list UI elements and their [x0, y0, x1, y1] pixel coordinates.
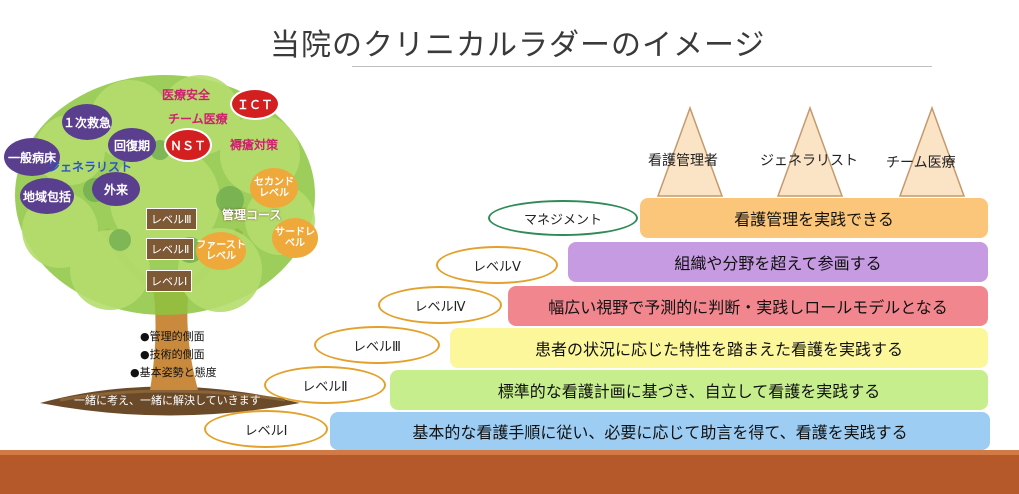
tree-level-3: レベルⅢ: [146, 208, 197, 230]
tree-level-1: レベルⅠ: [146, 270, 193, 292]
pill-level-4: レベルⅣ: [378, 286, 502, 324]
aspect-technical: ●技術的側面: [140, 348, 205, 361]
pill-level-2: レベルⅡ: [264, 366, 386, 404]
bubble-outpatient: 外来: [92, 172, 140, 206]
ground-message: 一緒に考え、一緒に解決していきます: [74, 394, 261, 407]
bubble-general-ward: 一般病床: [4, 138, 60, 176]
page-title: 当院のクリニカルラダーのイメージ: [270, 28, 766, 63]
pill-level-1: レベルⅠ: [204, 410, 328, 448]
bubble-nst: ＮＳＴ: [164, 128, 212, 162]
label-medical-safety: 医療安全: [162, 88, 211, 102]
tree-illustration: １次救急 回復期 一般病床 地域包括 外来 ＩＣＴ ＮＳＴ 医療安全 チーム医療…: [0, 60, 330, 420]
bubble-third-level: サードレベル: [272, 218, 318, 258]
bubble-first-level: ファーストレベル: [196, 232, 246, 270]
label-management-course: 管理コース: [222, 208, 282, 222]
tree-level-2: レベルⅡ: [146, 238, 195, 260]
label-pressure-ulcer: 褥瘡対策: [230, 138, 279, 152]
goal-team-medicine: チーム医療: [886, 155, 956, 171]
label-generalist: ジェネラリスト: [48, 160, 133, 174]
pill-level-3: レベルⅢ: [314, 326, 440, 364]
goal-nurse-manager: 看護管理者: [648, 153, 718, 169]
step-level-2: 標準的な看護計画に基づき、自立して看護を実践する: [390, 370, 988, 410]
step-level-4: 幅広い視野で予測的に判断・実践しロールモデルとなる: [508, 286, 988, 326]
label-team-medicine: チーム医療: [168, 112, 228, 126]
goal-triangles: [656, 105, 966, 197]
aspect-management: ●管理的側面: [140, 330, 205, 343]
title-divider: [352, 66, 932, 67]
goal-generalist: ジェネラリスト: [760, 153, 858, 169]
footer-band-highlight: [0, 450, 1019, 456]
bubble-primary-emergency: １次救急: [62, 104, 112, 140]
step-level-5: 組織や分野を超えて参画する: [568, 242, 988, 282]
bubble-recovery: 回復期: [108, 128, 156, 162]
pill-management: マネジメント: [488, 200, 638, 236]
bubble-community-care: 地域包括: [20, 178, 74, 214]
footer-band: [0, 455, 1019, 494]
bubble-ict: ＩＣＴ: [230, 88, 280, 120]
bubble-second-level: セカンドレベル: [250, 168, 298, 208]
step-level-1: 基本的な看護手順に従い、必要に応じて助言を得て、看護を実践する: [330, 412, 990, 450]
step-management: 看護管理を実践できる: [640, 198, 988, 238]
aspect-basic-attitude: ●基本姿勢と態度: [130, 366, 217, 379]
pill-level-5: レベルⅤ: [436, 246, 558, 284]
step-level-3: 患者の状況に応じた特性を踏まえた看護を実践する: [450, 328, 988, 368]
